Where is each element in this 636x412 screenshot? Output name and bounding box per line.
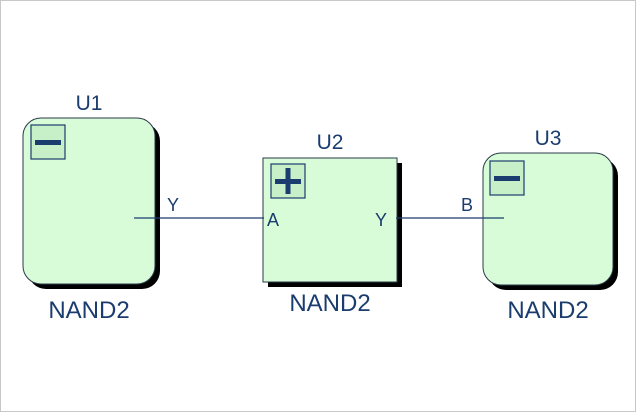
block-u1[interactable]: U1 NAND2 Y [22,92,179,324]
pin-u3-b-label: B [461,195,473,215]
minus-icon[interactable] [489,160,525,196]
pin-u2-a-label: A [267,210,279,230]
block-u3-type: NAND2 [507,297,588,324]
block-u3-name: U3 [535,127,562,150]
pin-u2-y-label: Y [375,210,387,230]
plus-icon[interactable] [270,163,306,199]
block-u1-type: NAND2 [48,297,129,324]
block-u2-name: U2 [317,131,344,154]
pin-u1-y-label: Y [167,195,179,215]
block-u1-name: U1 [76,92,103,115]
minus-icon[interactable] [30,124,66,160]
block-u2-type: NAND2 [289,290,370,317]
block-u3[interactable]: U3 NAND2 B [461,127,618,324]
block-u2[interactable]: U2 NAND2 A Y [262,131,402,317]
